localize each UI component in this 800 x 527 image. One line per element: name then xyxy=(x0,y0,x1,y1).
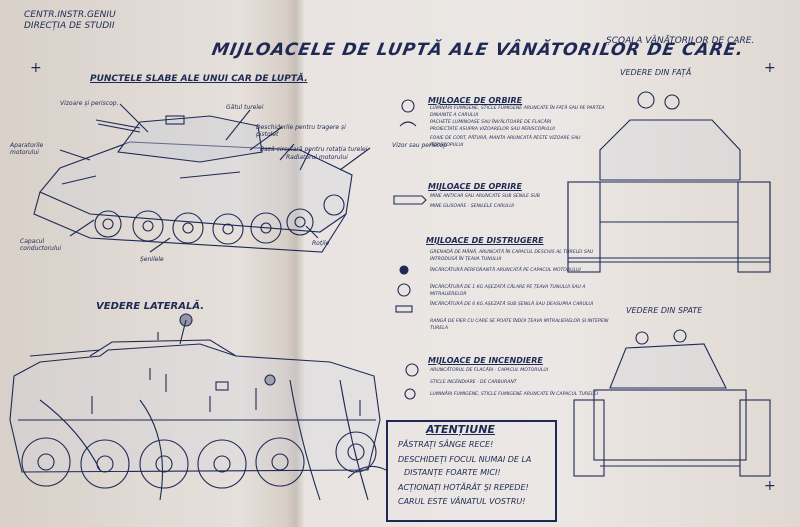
attention-line-4: ACȚIONAȚI HOTĂRÂT ȘI REPEDE! xyxy=(398,483,529,492)
label-driver-hatch: Capacul conductorului xyxy=(20,238,62,252)
incendiary-item-1: ARUNCĂTORUL DE FLACĂRI · CAPACUL MOTORUL… xyxy=(430,368,549,373)
label-turret-neck: Gâtul turelei xyxy=(226,104,264,111)
attention-line-1: PĂSTRAȚI SÂNGE RECE! xyxy=(398,440,494,449)
attention-box xyxy=(386,420,557,522)
registration-mark: + xyxy=(764,478,776,494)
attention-line-5: CARUL ESTE VÂNATUL VOSTRU! xyxy=(398,497,526,506)
legend-visor: Vizor sau periscop xyxy=(392,142,448,149)
label-radiator: Radiatorul motorului xyxy=(286,154,348,161)
org-header: CENTR.INSTR.GENIU DIRECȚIA DE STUDII xyxy=(24,10,116,32)
tank-front-drawing xyxy=(567,91,771,273)
incendiary-item-2: STICLE INCENDIARE · DE CARBURANT xyxy=(430,380,517,385)
stopping-item-2: MINE GLISOARE · ȘENILELE CARULUI xyxy=(430,204,514,209)
tank-perspective-drawing xyxy=(33,103,371,253)
label-wheels: Roțile xyxy=(312,240,330,247)
blinding-item-2: PACHETE LUMINOASE SAU ÎNVĂLITOARE DE FLA… xyxy=(430,120,552,125)
rear-view-title: VEDERE DIN SPATE xyxy=(626,306,703,315)
school-name: ȘCOALA VÂNĂTORILOR DE CARE. xyxy=(606,36,755,46)
section-title-incendiary: MIJLOACE DE INCENDIERE xyxy=(428,356,543,365)
tank-side-drawing xyxy=(9,313,381,501)
destruction-item-2: ÎNCĂRCĂTURĂ PERFORANTĂ ARUNCATĂ PE CAPAC… xyxy=(430,268,581,273)
tank-rear-drawing xyxy=(573,329,771,477)
registration-mark: + xyxy=(764,60,776,76)
org-line-2: DIRECȚIA DE STUDII xyxy=(24,21,115,31)
destruction-item-3: ÎNCĂRCĂTURĂ DE 1 KG AȘEZATĂ CĂLARE PE ȚE… xyxy=(430,285,586,297)
stopping-item-1: MINE ANTICAR SAU ARUNCATE SUB ȘENILE SUB xyxy=(430,194,540,199)
section-title-blinding: MIJLOACE DE ORBIRE xyxy=(428,96,523,105)
destruction-item-4: ÎNCĂRCĂTURĂ DE 6 KG AȘEZATĂ SUB ȘENILĂ S… xyxy=(430,302,594,307)
attention-line-2: DESCHIDEȚI FOCUL NUMAI DE LA xyxy=(398,455,532,464)
label-turret-ring: Bază circulară pentru rotația turelei xyxy=(260,146,368,153)
label-engine-guards: Aparatorile motorului xyxy=(10,142,44,156)
registration-mark: + xyxy=(30,60,42,76)
lateral-view-title: VEDERE LATERALĂ. xyxy=(96,301,205,312)
org-line-1: CENTR.INSTR.GENIU xyxy=(24,10,116,20)
center-fold xyxy=(287,0,305,527)
incendiary-item-3: LUMINĂRI FUMIGENE, STICLE FUMIGENE ARUNC… xyxy=(430,392,598,397)
label-firing-ports: Deschiderile pentru tragere și pistolet xyxy=(256,124,346,138)
label-visors: Vizoare și periscop. xyxy=(60,100,119,107)
weak-points-title: PUNCTELE SLABE ALE UNUI CAR DE LUPTĂ. xyxy=(90,74,308,84)
section-title-stopping: MIJLOACE DE OPRIRE xyxy=(428,182,522,191)
front-view-title: VEDERE DIN FAȚĂ xyxy=(620,68,692,77)
blinding-item-4: FOAIE DE CORT, PĂTURĂ, MANTA ARUNCATĂ PE… xyxy=(430,136,581,148)
label-tracks: Șenilele xyxy=(140,256,164,263)
blinding-item-1: LUMINĂRI FUMIGENE, STICLE FUMIGENE ARUNC… xyxy=(430,106,605,118)
blinding-item-3: PROIECTATE ASUPRA VIZOARELOR SAU PERISCO… xyxy=(430,127,555,132)
attention-title: ATENȚIUNE xyxy=(426,423,495,436)
section-title-destruction: MIJLOACE DE DISTRUGERE xyxy=(426,236,544,245)
method-icons xyxy=(393,99,427,400)
attention-line-3: DISTANȚE FOARTE MICI! xyxy=(404,468,501,477)
destruction-item-1: GRENADĂ DE MÂNĂ, ARUNCATĂ ÎN CAPACUL DES… xyxy=(430,250,594,262)
destruction-item-5: RANGĂ DE FIER CU CARE SE POATE ÎNDOI ȚEA… xyxy=(430,319,609,331)
